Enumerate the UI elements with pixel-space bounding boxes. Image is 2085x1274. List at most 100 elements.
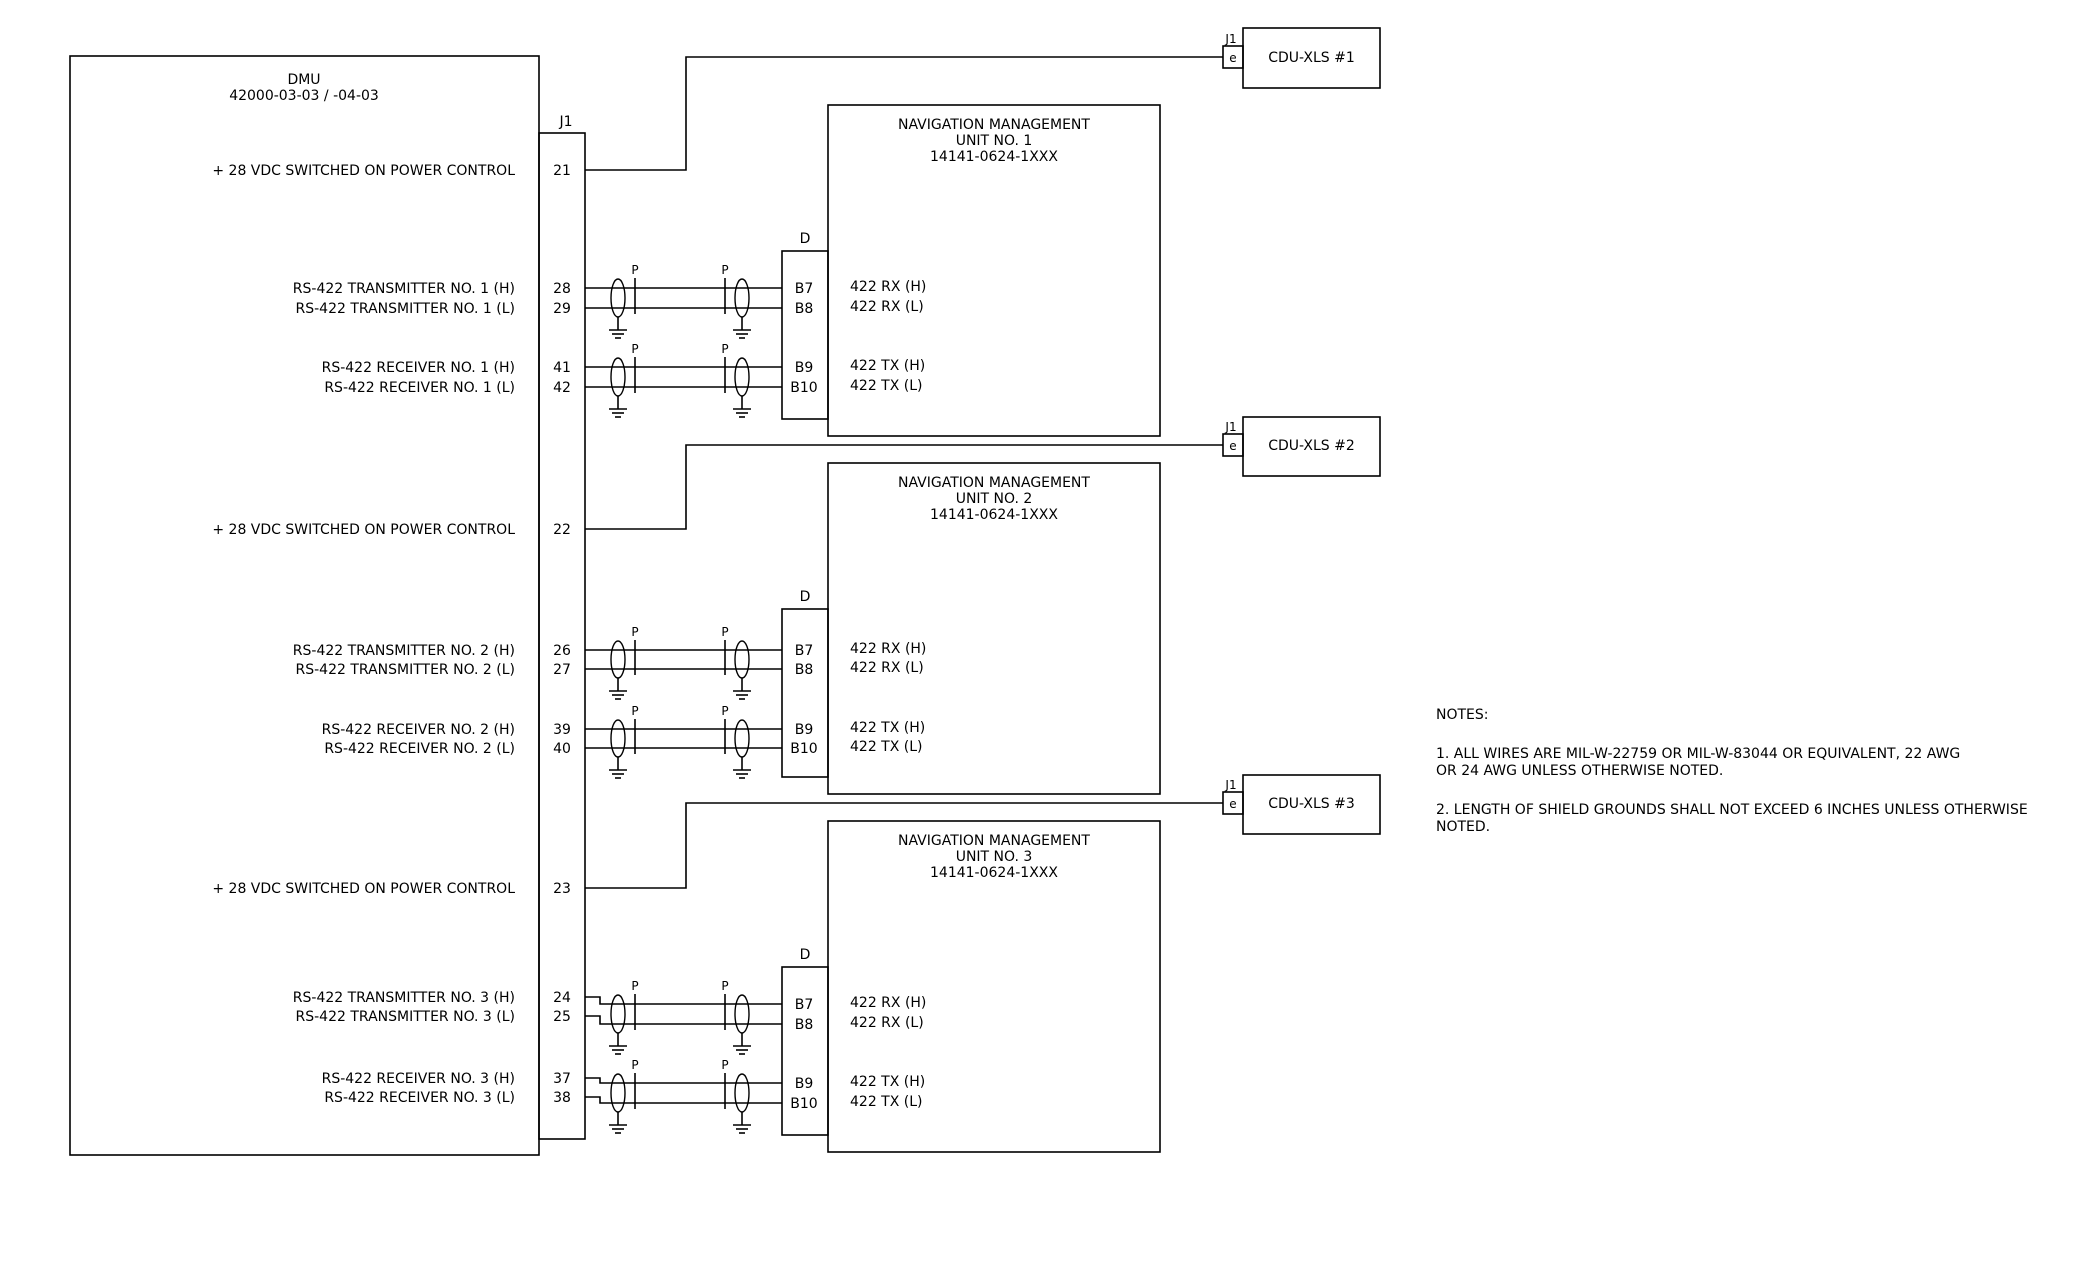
dmu-signal-label: + 28 VDC SWITCHED ON POWER CONTROL [212,522,515,538]
dmu-part-number: 42000-03-03 / -04-03 [229,88,379,104]
nmu-connector-d [781,250,829,420]
dmu-pin-number: 25 [553,1009,571,1025]
shield-oval [734,357,750,397]
dmu-pin-number: 27 [553,662,571,678]
dmu-signal-label: RS-422 TRANSMITTER NO. 3 (L) [296,1009,515,1025]
nmu-signal-label: 422 TX (L) [850,378,923,394]
dmu-signal-label: RS-422 TRANSMITTER NO. 3 (H) [293,990,515,1006]
dmu-pin-number: 39 [553,722,571,738]
nmu-pin-number: B9 [795,360,814,376]
notes-block: NOTES: 1. ALL WIRES ARE MIL-W-22759 OR M… [1436,707,2076,858]
nmu-signal-label: 422 TX (H) [850,1074,925,1090]
shield-oval [734,640,750,679]
dmu-signal-label: RS-422 RECEIVER NO. 3 (H) [322,1071,515,1087]
dmu-pin-number: 37 [553,1071,571,1087]
shield-label: P [631,979,638,993]
shield-oval [610,994,626,1034]
shield-oval [610,719,626,758]
nmu-signal-label: 422 RX (H) [850,995,926,1011]
cdu-connector-label: J1 [1224,32,1236,46]
power-wire [585,444,1223,530]
nmu-title: NAVIGATION MANAGEMENT [898,833,1090,849]
nmu-pin-number: B9 [795,722,814,738]
dmu-pin-number: 29 [553,301,571,317]
dmu-signal-label: RS-422 TRANSMITTER NO. 2 (H) [293,643,515,659]
cdu-pin-label: e [1229,439,1236,453]
dmu-signal-label: + 28 VDC SWITCHED ON POWER CONTROL [212,881,515,897]
dmu-signal-label: RS-422 TRANSMITTER NO. 2 (L) [296,662,515,678]
dmu-signal-label: + 28 VDC SWITCHED ON POWER CONTROL [212,163,515,179]
cdu-pin-label: e [1229,797,1236,811]
shield-oval [734,994,750,1034]
shield-label: P [631,625,638,639]
shield-oval [610,357,626,397]
nmu-signal-label: 422 RX (L) [850,1015,924,1031]
shield-oval [610,640,626,679]
shield-label: P [721,342,728,356]
nmu-pin-number: B10 [790,1096,817,1112]
dmu-pin-number: 22 [553,522,571,538]
nmu-signal-label: 422 RX (L) [850,660,924,676]
nmu-signal-label: 422 RX (H) [850,641,926,657]
shield-oval [734,1073,750,1113]
dmu-title: DMU [287,72,320,88]
dmu-j1-label: J1 [558,114,572,130]
nmu-signal-label: 422 TX (H) [850,358,925,374]
nmu-pin-number: B7 [795,997,814,1013]
cdu-pin-label: e [1229,51,1236,65]
signal-wire [585,1096,782,1104]
dmu-pin-number: 41 [553,360,571,376]
nmu-pin-number: B7 [795,281,814,297]
shield-oval [610,1073,626,1113]
cdu-label: CDU-XLS #2 [1268,438,1355,454]
cdu-box [1242,416,1381,477]
shield-oval [734,719,750,758]
dmu-signal-label: RS-422 TRANSMITTER NO. 1 (L) [296,301,515,317]
nmu-unit-number: UNIT NO. 3 [956,849,1033,865]
nmu-connector-d [781,608,829,778]
power-wire [585,56,1223,171]
signal-wire [585,996,782,1005]
shield-label: P [721,625,728,639]
dmu-signal-label: RS-422 RECEIVER NO. 1 (L) [324,380,515,396]
shield-label: P [721,263,728,277]
nmu-signal-label: 422 RX (L) [850,299,924,315]
nmu-pin-number: B10 [790,380,817,396]
cdu-label: CDU-XLS #1 [1268,50,1355,66]
nmu-signal-label: 422 TX (L) [850,1094,923,1110]
nmu-pin-number: B10 [790,741,817,757]
cdu-connector-label: J1 [1224,778,1236,792]
dmu-pin-number: 38 [553,1090,571,1106]
dmu-signal-label: RS-422 RECEIVER NO. 2 (L) [324,741,515,757]
shield-oval [734,278,750,318]
nmu-signal-label: 422 TX (H) [850,720,925,736]
cdu-box [1242,774,1381,835]
nmu-title: NAVIGATION MANAGEMENT [898,475,1090,491]
nmu-connector-d [781,966,829,1136]
cdu-label: CDU-XLS #3 [1268,796,1355,812]
cdu-connector-label: J1 [1224,420,1236,434]
notes-title: NOTES: [1436,707,1489,723]
nmu-pin-number: B9 [795,1076,814,1092]
nmu-signal-label: 422 RX (H) [850,279,926,295]
note-2: 2. LENGTH OF SHIELD GROUNDS SHALL NOT EX… [1436,802,2028,835]
shield-label: P [721,1058,728,1072]
dmu-signal-label: RS-422 RECEIVER NO. 2 (H) [322,722,515,738]
shield-label: P [721,704,728,718]
nmu-part-number: 14141-0624-1XXX [930,865,1058,881]
power-wire [585,802,1223,889]
dmu-pin-number: 42 [553,380,571,396]
note-1: 1. ALL WIRES ARE MIL-W-22759 OR MIL-W-83… [1436,746,1961,779]
nmu-part-number: 14141-0624-1XXX [930,507,1058,523]
signal-wire [585,1015,782,1025]
nmu-pin-number: B8 [795,301,814,317]
dmu-j1-connector [538,132,586,1140]
shield-label: P [631,263,638,277]
dmu-pin-number: 24 [553,990,571,1006]
shield-label: P [631,342,638,356]
nmu-connector-label: D [800,947,811,963]
nmu-connector-label: D [800,231,811,247]
nmu-title: NAVIGATION MANAGEMENT [898,117,1090,133]
nmu-connector-label: D [800,589,811,605]
